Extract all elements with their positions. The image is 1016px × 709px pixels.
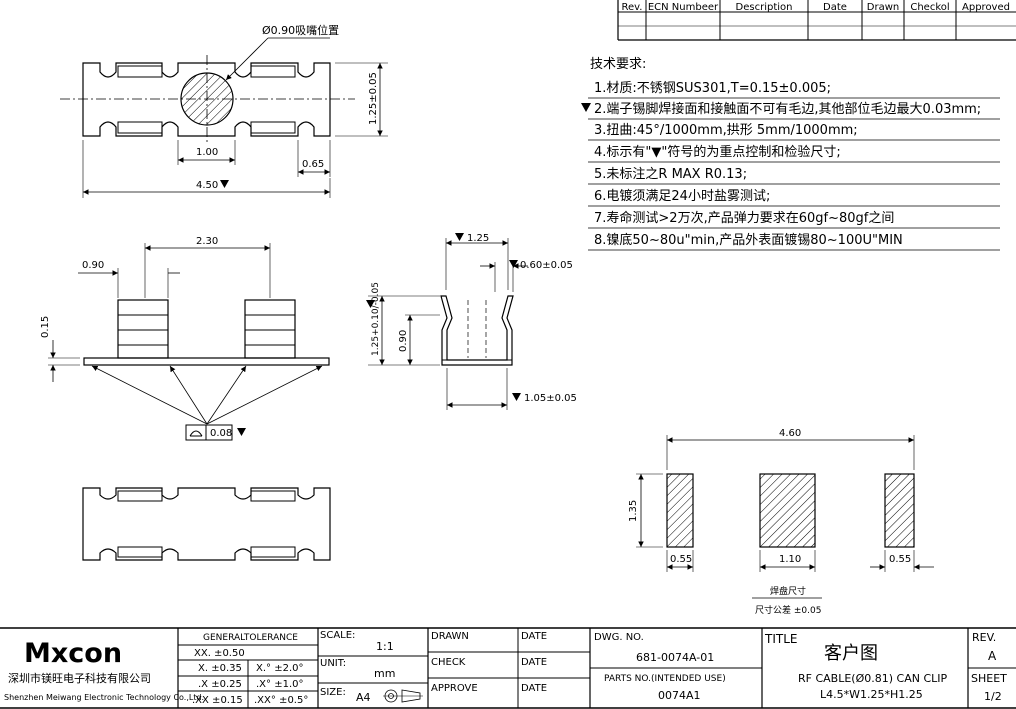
requirement-4: 4.标示有"▼"符号的为重点控制和检验尺寸; — [594, 144, 841, 160]
key-dimension-mark-icon — [366, 300, 375, 308]
pad-center — [759, 473, 816, 548]
requirement-6: 6.电镀须满足24小时盐雾测试; — [594, 188, 770, 204]
tol-1-a: X. ±0.35 — [198, 663, 242, 674]
rev-header-0: Rev. — [622, 2, 643, 13]
check-label: CHECK — [431, 657, 466, 668]
tol-1-b: X.° ±2.0° — [256, 663, 304, 674]
date-label-1: DATE — [521, 631, 547, 642]
tol-0-a: XX. ±0.50 — [194, 648, 245, 659]
dim-0-90: 0.90 — [82, 260, 104, 271]
unit-value: mm — [374, 667, 395, 680]
tol-2-b: .X° ±1.0° — [256, 679, 304, 690]
top-view — [60, 37, 388, 198]
requirement-3: 3.扭曲:45°/1000mm,拱形 5mm/1000mm; — [594, 123, 858, 138]
rev-header-3: Date — [823, 2, 847, 13]
top-view-outline — [82, 62, 331, 137]
key-dimension-mark-icon — [220, 180, 229, 188]
pad-dim-4-60: 4.60 — [779, 428, 801, 439]
side-view-base — [83, 357, 330, 366]
parts-label: PARTS NO.(INTENDED USE) — [604, 674, 726, 684]
key-dimension-mark-icon — [237, 428, 246, 436]
rev-label: REV. — [972, 631, 996, 644]
pad-right — [884, 473, 915, 548]
dim-0-15: 0.15 — [40, 316, 51, 338]
dwg-value: 681-0074A-01 — [636, 651, 714, 664]
rev-value: A — [988, 649, 997, 663]
scale-value: 1:1 — [376, 640, 394, 653]
scale-label: SCALE: — [320, 630, 355, 641]
rev-header-4: Drawn — [867, 2, 899, 13]
key-dimension-mark-icon — [509, 260, 518, 268]
approve-label: APPROVE — [431, 683, 478, 694]
end-dim-1-05: 1.05±0.05 — [524, 393, 577, 404]
tol-3-b: .XX° ±0.5° — [254, 695, 308, 706]
dim-4-50: 4.50 — [196, 180, 218, 191]
flatness-value: 0.08 — [210, 428, 232, 439]
requirement-1: 1.材质:不锈钢SUS301,T=0.15±0.005; — [594, 81, 831, 96]
title-cn: 客户图 — [824, 643, 878, 664]
dim-2-30: 2.30 — [196, 236, 218, 247]
tol-2-a: .X ±0.25 — [198, 679, 242, 690]
drawn-label: DRAWN — [431, 631, 469, 642]
title-label: TITLE — [764, 632, 797, 646]
pad-dim-1-10: 1.10 — [779, 554, 801, 565]
rev-header-6: Approved — [962, 2, 1010, 13]
end-dim-1-25: 1.25 — [467, 233, 489, 244]
end-view — [368, 238, 528, 410]
nozzle-label: Ø0.90吸嘴位置 — [262, 23, 339, 37]
end-dim-height: 1.25+0.10/-0.05 — [371, 282, 381, 356]
pad-left — [666, 473, 694, 548]
company-logo: Mxcon — [24, 638, 122, 669]
pad-dim-0-55-left: 0.55 — [670, 554, 692, 565]
requirements-title: 技术要求: — [590, 57, 646, 72]
sheet-label: SHEET — [971, 672, 1007, 685]
requirement-2: 2.端子锡脚焊接面和接触面不可有毛边,其他部位毛边最大0.03mm; — [594, 101, 981, 117]
bottom-view — [82, 487, 331, 561]
end-dim-0-90: 0.90 — [398, 330, 409, 352]
title-line1: RF CABLE(Ø0.81) CAN CLIP — [798, 672, 948, 685]
pad-dim-1-35: 1.35 — [628, 500, 639, 522]
size-value: A4 — [356, 691, 371, 704]
key-dimension-mark-icon — [581, 103, 591, 112]
tol-3-a: .XX ±0.15 — [192, 695, 243, 706]
dim-1-25: 1.25±0.05 — [368, 72, 379, 125]
end-dim-0-60: 0.60±0.05 — [520, 260, 573, 271]
key-dimension-mark-icon — [512, 393, 521, 401]
general-tolerance: GENERALTOLERANCE — [203, 633, 298, 643]
dim-0-65: 0.65 — [302, 159, 324, 170]
parts-value: 0074A1 — [658, 689, 701, 702]
requirement-7: 7.寿命测试>2万次,产品弹力要求在60gf~80gf之间 — [594, 210, 894, 226]
side-view — [48, 243, 330, 441]
clip-profile — [440, 295, 514, 366]
date-label-3: DATE — [521, 683, 547, 694]
company-en: Shenzhen Meiwang Electronic Technology C… — [4, 693, 204, 702]
unit-label: UNIT: — [320, 658, 346, 669]
pad-layout — [636, 435, 934, 599]
size-label: SIZE: — [320, 687, 346, 698]
dwg-label: DWG. NO. — [594, 632, 644, 643]
title-line2: L4.5*W1.25*H1.25 — [820, 688, 923, 701]
rev-header-1: ECN Numbeer — [648, 2, 719, 13]
key-dimension-mark-icon — [455, 233, 464, 241]
title-block — [0, 627, 1016, 709]
flatness-symbol-icon — [189, 430, 203, 437]
rev-header-5: Checkol — [910, 2, 949, 13]
technical-requirements: 技术要求: 1.材质:不锈钢SUS301,T=0.15±0.005; 2.端子锡… — [581, 57, 1000, 251]
pad-caption: 焊盘尺寸 — [770, 585, 806, 597]
date-label-2: DATE — [521, 657, 547, 668]
sheet-value: 1/2 — [984, 690, 1002, 703]
requirement-5: 5.未标注之R MAX R0.13; — [594, 167, 747, 182]
pad-dim-0-55-right: 0.55 — [889, 554, 911, 565]
company-cn: 深圳市镁旺电子科技有限公司 — [8, 671, 151, 685]
pad-tolerance: 尺寸公差 ±0.05 — [755, 604, 821, 616]
rev-header-2: Description — [736, 2, 793, 13]
revision-table: Rev. ECN Numbeer Description Date Drawn … — [617, 0, 1016, 41]
dim-1-00: 1.00 — [196, 147, 218, 158]
requirement-8: 8.镍底50~80u"min,产品外表面镀锡80~100U"MIN — [594, 232, 903, 248]
